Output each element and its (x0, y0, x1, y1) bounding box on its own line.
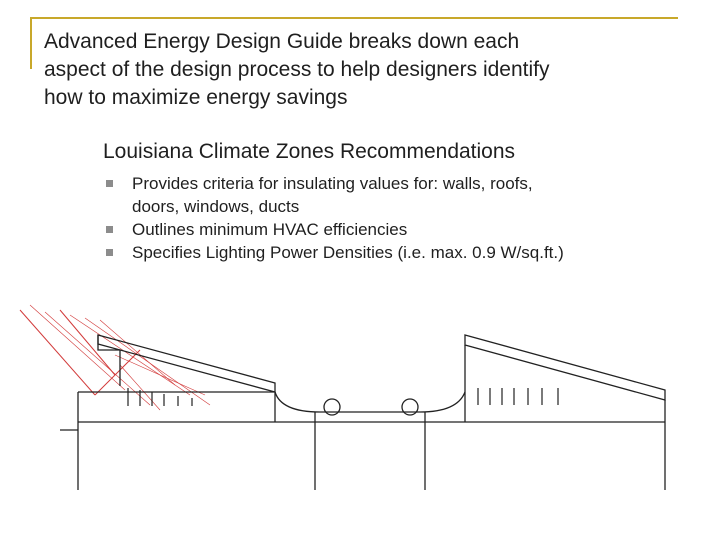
slide-title-line-2: aspect of the design process to help des… (44, 58, 550, 81)
baffles-right (477, 388, 559, 405)
bullet-insulating-values: Provides criteria for insulating values … (104, 172, 664, 218)
bullet-lighting-power: Specifies Lighting Power Densities (i.e.… (104, 241, 664, 264)
duct-circle (323, 398, 341, 416)
right-roof (464, 334, 666, 401)
slide-title-line-3: how to maximize energy savings (44, 86, 348, 109)
sun-ray-reflected (94, 349, 141, 396)
sun-ray (69, 314, 191, 396)
duct-circle (401, 398, 419, 416)
title-frame-top-line (30, 17, 678, 19)
sun-ray (114, 354, 206, 396)
baffles-left (127, 388, 193, 406)
building-outline (60, 334, 666, 490)
bullet-text-line: Provides criteria for insulating values … (132, 174, 533, 193)
sun-ray (119, 364, 161, 411)
center-roof-well (274, 391, 466, 413)
sun-ray (44, 311, 151, 406)
sun-rays (19, 304, 211, 411)
bullet-text-line: doors, windows, ducts (132, 197, 300, 216)
sun-ray (99, 319, 176, 386)
left-clerestory (97, 335, 121, 386)
sun-ray (59, 309, 116, 376)
bullet-text-line: Outlines minimum HVAC efficiencies (132, 220, 408, 239)
section-heading: Louisiana Climate Zones Recommendations (103, 140, 516, 163)
bullet-hvac-efficiencies: Outlines minimum HVAC efficiencies (104, 218, 664, 241)
square-bullet-icon (106, 180, 113, 187)
title-frame-left-line (30, 17, 32, 69)
sun-ray (29, 304, 126, 391)
building-section-daylighting-diagram (19, 304, 666, 490)
slide-title-line-1: Advanced Energy Design Guide breaks down… (44, 30, 520, 53)
sun-ray (19, 309, 96, 396)
square-bullet-icon (106, 249, 113, 256)
left-roof (97, 334, 276, 393)
recommendation-list: Provides criteria for insulating values … (104, 172, 664, 264)
slide-title: Advanced Energy Design Guide breaks down… (44, 28, 684, 112)
square-bullet-icon (106, 226, 113, 233)
bullet-text-line: Specifies Lighting Power Densities (i.e.… (132, 243, 564, 262)
